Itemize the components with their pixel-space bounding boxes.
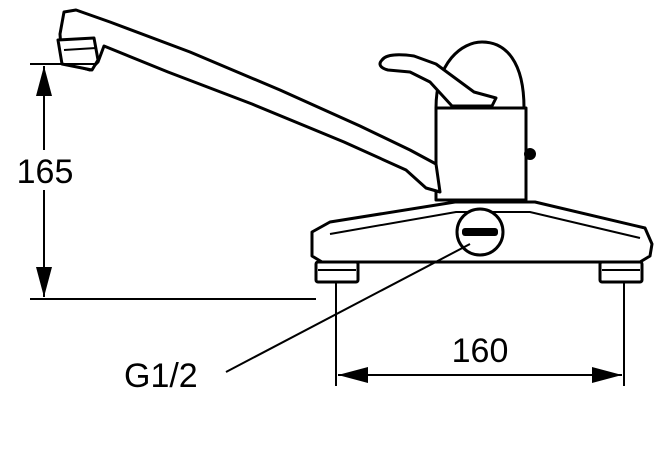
faucet-body (434, 106, 528, 202)
height-label-bg (8, 150, 82, 190)
width-arrow-right (592, 367, 622, 383)
width-label: 160 (452, 332, 509, 370)
width-arrow-left (338, 367, 368, 383)
height-arrow-top (36, 66, 52, 96)
left-foot (314, 260, 360, 284)
width-dimension: 160 (335, 282, 625, 386)
connection-leader-line (225, 243, 471, 373)
lever-handle (378, 53, 498, 108)
connection-callout: G1/2 (124, 243, 471, 395)
height-dimension: 165 (8, 63, 316, 300)
connection-label: G1/2 (124, 357, 198, 395)
faucet-illustration (56, 8, 654, 284)
faucet-spout (58, 8, 442, 194)
spout-aerator-line (63, 47, 97, 51)
spout-aerator (56, 36, 100, 72)
connection-plug-slot (462, 228, 498, 236)
height-label: 165 (17, 153, 74, 191)
body-side-knob (524, 148, 536, 160)
height-arrow-bottom (36, 267, 52, 297)
right-foot (598, 260, 644, 284)
